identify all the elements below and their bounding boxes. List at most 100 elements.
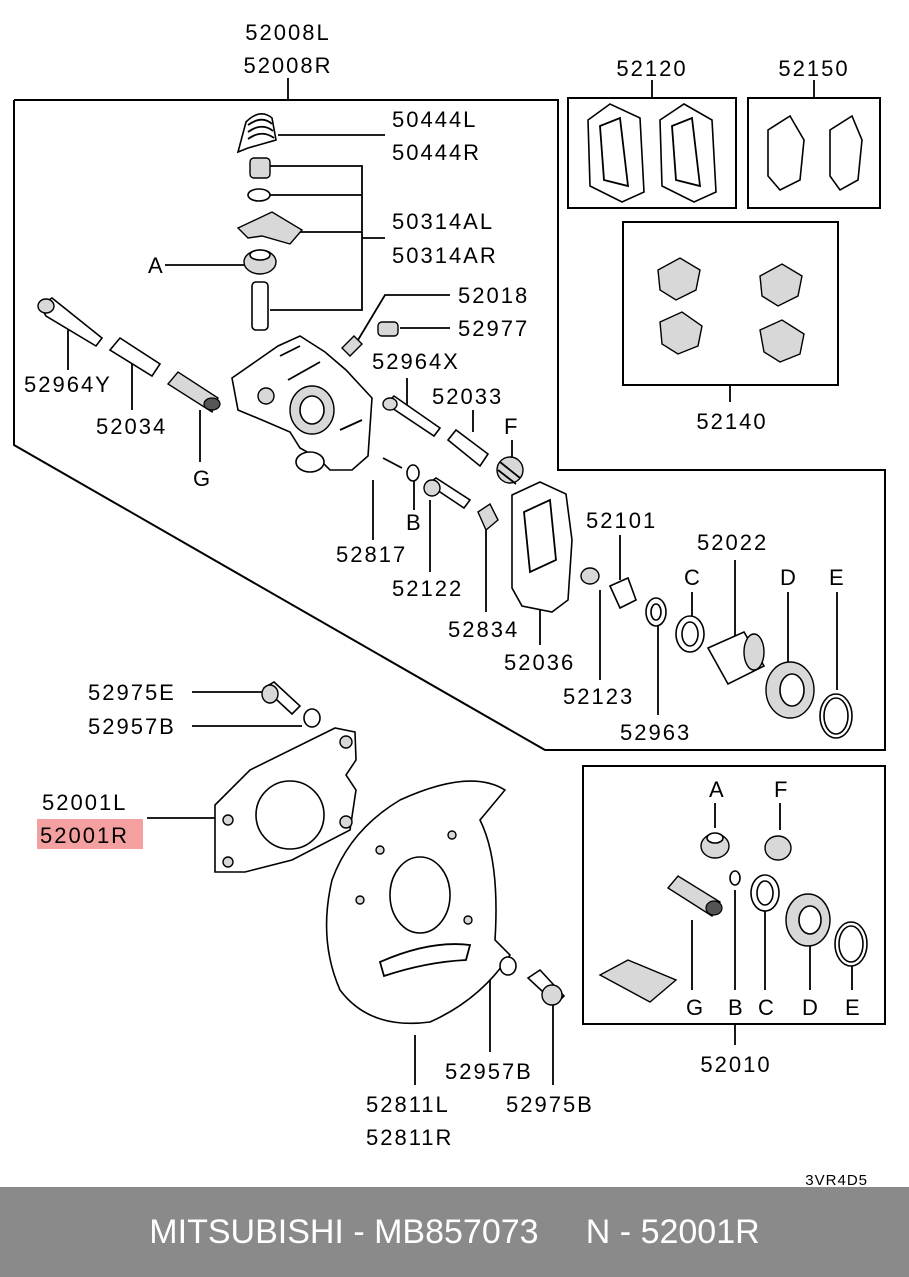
washer-52957B-upper <box>303 708 321 728</box>
footer-separator-1: - <box>343 1212 375 1251</box>
kit-boot-F <box>764 835 792 861</box>
label-D-upper: D <box>780 565 798 590</box>
label-B-upper: B <box>406 510 423 535</box>
label-52001R: 52001R <box>40 823 129 848</box>
label-50314AL: 50314AL <box>392 209 494 234</box>
label-A-lower: A <box>709 777 726 802</box>
bracket-52036 <box>511 481 573 613</box>
label-E-upper: E <box>829 565 846 590</box>
bolt-52964X <box>382 394 442 438</box>
label-52101: 52101 <box>586 508 657 533</box>
label-52811L: 52811L <box>366 1092 450 1117</box>
label-52964Y: 52964Y <box>24 372 112 397</box>
footer-part-number: MB857073 <box>374 1212 539 1251</box>
bolt-52975E <box>261 681 302 716</box>
parts-diagram: 52008L 52008R 50444L 50444R 50314AL 5031… <box>13 20 886 1187</box>
kit-boot-G <box>666 875 723 917</box>
label-52034: 52034 <box>96 414 167 439</box>
label-52140: 52140 <box>696 409 767 434</box>
bolt-52122 <box>423 477 472 510</box>
highlight-52001R <box>37 819 143 849</box>
label-C-upper: C <box>684 565 702 590</box>
kit-seal-D <box>785 893 831 947</box>
label-50444R: 50444R <box>392 140 481 165</box>
label-G-lower: G <box>686 995 705 1020</box>
label-52018: 52018 <box>458 283 529 308</box>
bolt-52975B <box>526 968 566 1006</box>
footer-brand: MITSUBISHI <box>149 1212 344 1251</box>
label-52008L: 52008L <box>245 20 330 45</box>
label-F-lower: F <box>774 777 789 802</box>
label-52977: 52977 <box>458 316 529 341</box>
footer-gap <box>539 1213 586 1252</box>
label-B-lower: B <box>728 995 745 1020</box>
dust-shield-52811 <box>325 780 512 1025</box>
label-52964X: 52964X <box>372 349 460 374</box>
label-52811R: 52811R <box>366 1125 453 1150</box>
kit-washer-B <box>729 870 741 886</box>
kit-boot-A <box>700 832 730 859</box>
cap-52977 <box>377 321 399 337</box>
brake-pads-52120 <box>587 103 717 203</box>
washer-52957B-lower <box>499 956 517 976</box>
label-52123: 52123 <box>563 684 634 709</box>
pin-52817 <box>382 457 403 469</box>
spring-52123 <box>580 567 600 585</box>
label-52957B-upper: 52957B <box>88 714 176 739</box>
label-E-lower: E <box>845 995 862 1020</box>
kit-ring-C <box>750 874 780 912</box>
label-52122: 52122 <box>392 576 463 601</box>
leader-lines <box>67 78 853 1085</box>
boot-G-upper <box>166 371 221 414</box>
label-52033: 52033 <box>432 384 503 409</box>
shims-52150 <box>767 114 863 192</box>
seal-D1 <box>765 661 815 719</box>
seal-kit-frame <box>582 765 886 1025</box>
footer-separator-2: - <box>610 1212 641 1251</box>
label-52150: 52150 <box>778 56 849 81</box>
label-52975E: 52975E <box>88 680 176 705</box>
label-52120: 52120 <box>616 56 687 81</box>
label-G-upper: G <box>193 466 212 491</box>
label-52022: 52022 <box>697 530 768 555</box>
sleeve-52034 <box>108 336 162 378</box>
label-52975B: 52975B <box>506 1092 594 1117</box>
label-52963: 52963 <box>620 720 691 745</box>
ring-C1 <box>675 615 705 653</box>
guide-bolt-52964Y <box>37 297 104 348</box>
footer-bar: MITSUBISHI - MB857073 N - 52001R <box>0 1187 909 1277</box>
kit-grease-packet <box>598 959 678 1003</box>
footer-ref: 52001R <box>640 1212 760 1251</box>
label-52957B-lower: 52957B <box>445 1059 533 1084</box>
label-D-lower: D <box>802 995 820 1020</box>
label-50444L: 50444L <box>392 107 477 132</box>
label-52008R: 52008R <box>243 53 332 78</box>
clips-52140 <box>657 257 805 363</box>
label-52036: 52036 <box>504 650 575 675</box>
washer-B1 <box>406 464 420 482</box>
part-labels: 52008L 52008R 50444L 50444R 50314AL 5031… <box>24 20 868 1187</box>
label-52834: 52834 <box>448 617 519 642</box>
seal-52963 <box>645 597 667 627</box>
clip-set-frame <box>622 221 839 386</box>
spring-50444 <box>236 113 277 154</box>
label-C-lower: C <box>758 995 776 1020</box>
label-F-upper: F <box>504 414 519 439</box>
diagram-code: 3VR4D5 <box>805 1172 868 1187</box>
label-52010: 52010 <box>700 1052 771 1077</box>
clip-52101 <box>608 576 637 610</box>
boot-stack <box>236 157 304 331</box>
label-52817: 52817 <box>336 542 407 567</box>
pin-52033 <box>446 428 490 468</box>
label-50314AR: 50314AR <box>392 243 498 268</box>
caliper-body <box>231 335 373 473</box>
kit-ring-E <box>834 921 868 967</box>
footer-prefix: N <box>585 1212 611 1251</box>
caliper-assembly-frame <box>13 99 886 751</box>
ring-E1 <box>819 693 853 739</box>
label-52001L: 52001L <box>42 790 127 815</box>
boot-F <box>496 456 524 485</box>
adapter-plate-52001 <box>214 727 357 873</box>
bleeder-52018 <box>341 335 363 357</box>
label-A-upper: A <box>148 253 165 278</box>
